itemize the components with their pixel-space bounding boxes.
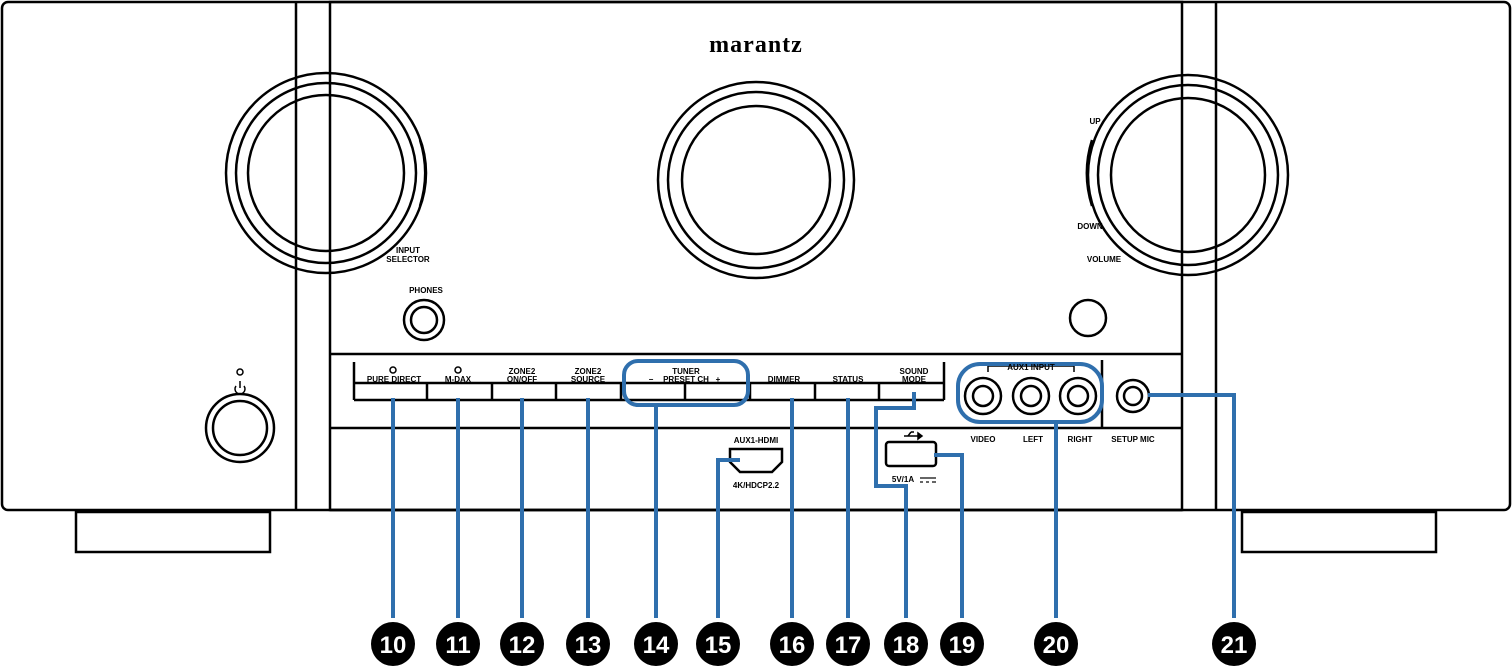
selector-label: SELECTOR — [386, 255, 430, 264]
left-label: LEFT — [1023, 435, 1043, 444]
power-icon — [234, 381, 246, 395]
dimmer-label: DIMMER — [768, 375, 801, 384]
callout-18: 18 — [893, 632, 920, 659]
zone2-source-label: SOURCE — [571, 375, 606, 384]
callout-14: 14 — [643, 632, 670, 659]
right-label: RIGHT — [1068, 435, 1093, 444]
aux1-hdmi-label: AUX1-HDMI — [734, 436, 778, 445]
input-selector-knob — [224, 71, 428, 275]
setup-mic-jack — [1115, 378, 1151, 414]
tuner-label: TUNER — [672, 367, 700, 376]
tuner-preset-highlight — [622, 359, 750, 407]
setup-mic-label: SETUP MIC — [1111, 435, 1155, 444]
aux1-video-jack — [963, 376, 1003, 416]
status-label: STATUS — [833, 375, 864, 384]
callout-12: 12 — [509, 632, 536, 659]
volume-label: VOLUME — [1087, 255, 1122, 264]
down-label: DOWN — [1077, 222, 1103, 231]
callout-17: 17 — [835, 632, 862, 659]
callout-badge-12 — [500, 622, 544, 666]
aux1-left-jack — [1011, 376, 1051, 416]
usb-port — [884, 440, 938, 468]
up-label: UP — [1089, 117, 1101, 126]
usb-rating-label: 5V/1A — [892, 475, 914, 484]
callout-21: 21 — [1221, 632, 1248, 659]
callout-15: 15 — [705, 632, 732, 659]
pure-direct-label: PURE DIRECT — [367, 375, 421, 384]
phones-jack — [402, 298, 446, 342]
callout-badge-21 — [1212, 622, 1256, 666]
callout-badge-13 — [566, 622, 610, 666]
brand-logo: marantz — [709, 32, 803, 58]
dc-symbol-icon — [920, 477, 936, 483]
chassis-outline — [0, 0, 1512, 512]
callout-16: 16 — [779, 632, 806, 659]
power-button — [204, 392, 276, 464]
center-knob — [656, 80, 856, 280]
video-label: VIDEO — [971, 435, 996, 444]
preset-plus-label: + — [716, 375, 721, 384]
aux1-input-highlight — [956, 362, 1104, 424]
power-led — [236, 368, 244, 376]
callout-19: 19 — [949, 632, 976, 659]
aux1-right-jack — [1058, 376, 1098, 416]
zone2-onoff-label: ON/OFF — [507, 375, 537, 384]
callout-11: 11 — [445, 632, 470, 659]
callout-badge-16 — [770, 622, 814, 666]
preset-minus-label: − — [649, 375, 654, 384]
phones-label: PHONES — [409, 286, 443, 295]
callout-badge-10 — [371, 622, 415, 666]
right-foot — [1240, 510, 1438, 554]
callout-badge-20 — [1034, 622, 1078, 666]
usb-icon — [904, 431, 924, 441]
volume-knob — [1086, 73, 1290, 277]
callout-badge-18 — [884, 622, 928, 666]
preset-ch-label: PRESET CH — [663, 375, 709, 384]
callout-badge-14 — [634, 622, 678, 666]
callout-10: 10 — [380, 632, 407, 659]
zone2-label: ZONE2 — [509, 367, 536, 376]
left-foot — [74, 510, 272, 554]
sound-label: SOUND — [900, 367, 929, 376]
input-label: INPUT — [396, 246, 420, 255]
sensor-window — [1068, 298, 1108, 338]
zone2-source-top-label: ZONE2 — [575, 367, 602, 376]
mode-label: MODE — [902, 375, 927, 384]
callout-13: 13 — [575, 632, 602, 659]
callout-badge-17 — [826, 622, 870, 666]
callout-badge-15 — [696, 622, 740, 666]
aux1-input-label: AUX1 INPUT — [1007, 363, 1055, 372]
callout-20: 20 — [1043, 632, 1070, 659]
callout-badge-19 — [940, 622, 984, 666]
m-dax-label: M-DAX — [445, 375, 472, 384]
callout-badge-11 — [436, 622, 480, 666]
hdcp-label: 4K/HDCP2.2 — [733, 481, 780, 490]
